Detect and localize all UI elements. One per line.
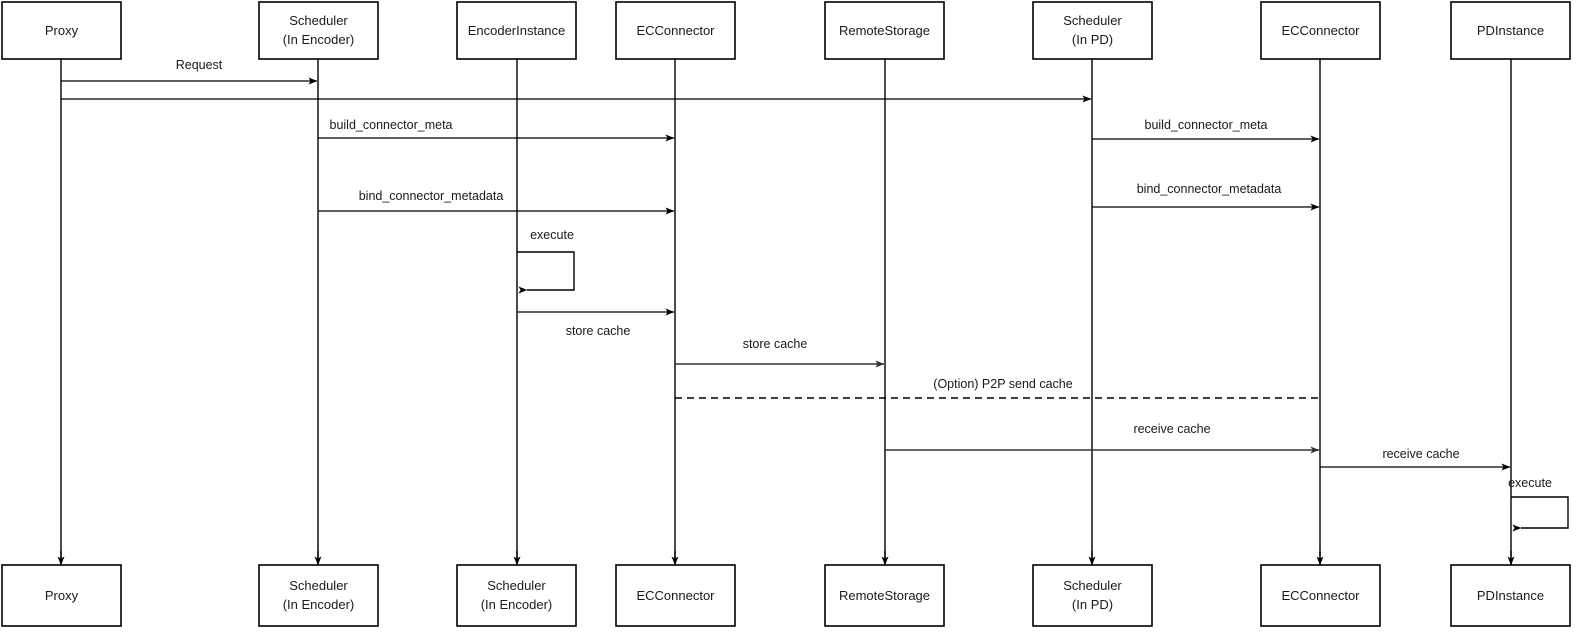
message-build-connector-meta-encoder[interactable]: build_connector_meta [318,118,675,142]
self-message-label: execute [530,228,574,242]
message-build-connector-meta-pd[interactable]: build_connector_meta [1092,118,1320,143]
message-label: Request [176,58,223,72]
participant-label-line1: RemoteStorage [839,23,930,38]
participant-bottom-remote-storage[interactable]: RemoteStorage [824,564,945,627]
participant-box-frame [258,1,379,60]
participant-box-frame [456,1,577,60]
self-message-execute-encoder[interactable]: execute [517,228,575,294]
participant-label-line1: ECConnector [1281,588,1360,603]
participant-bottom-ec-connector-pd[interactable]: ECConnector [1260,564,1381,627]
participant-box-frame [1032,1,1153,60]
participant-box-frame [456,564,577,627]
participant-label-line2: (In Encoder) [283,597,355,612]
participant-bottom-proxy[interactable]: Proxy [1,564,122,627]
self-message-execute-pd[interactable]: execute [1508,476,1569,532]
participant-label-line1: Scheduler [1063,578,1122,593]
message-label: receive cache [1382,447,1459,461]
participant-top-boxes: Proxy Scheduler (In Encoder) EncoderInstanc… [1,1,1571,60]
participant-top-scheduler-in-pd[interactable]: Scheduler (In PD) [1032,1,1153,60]
message-label: store cache [743,337,808,351]
participant-label-line1: Scheduler [487,578,546,593]
participant-bottom-boxes: Proxy Scheduler (In Encoder) Scheduler (In E… [1,564,1571,627]
participant-top-scheduler-in-encoder[interactable]: Scheduler (In Encoder) [258,1,379,60]
message-store-cache-encoder[interactable]: store cache [517,308,675,338]
messages-layer: Request build_connector_meta build_connect… [61,58,1511,471]
message-label: store cache [566,324,631,338]
participant-label-line1: Scheduler [289,13,348,28]
participant-label-line1: Scheduler [1063,13,1122,28]
message-receive-cache-ec-to-pd[interactable]: receive cache [1320,447,1511,471]
participant-bottom-ec-connector-encoder[interactable]: ECConnector [615,564,736,627]
participant-box-frame [1450,564,1571,627]
message-bind-connector-metadata-pd[interactable]: bind_connector_metadata [1092,182,1320,211]
participant-label-line2: (In PD) [1072,32,1113,47]
participant-label-line1: ECConnector [636,23,715,38]
message-store-cache-remote[interactable]: store cache [675,337,885,368]
participant-box-frame [1,1,122,60]
participant-label-line1: PDInstance [1477,23,1544,38]
participant-box-frame [615,1,736,60]
message-receive-cache-remote-to-ec[interactable]: receive cache [885,422,1320,454]
message-label: build_connector_meta [1145,118,1268,132]
participant-box-frame [615,564,736,627]
participant-label-line2: (In Encoder) [481,597,553,612]
participant-top-proxy[interactable]: Proxy [1,1,122,60]
participant-top-ec-connector-encoder[interactable]: ECConnector [615,1,736,60]
message-p2p-send-cache[interactable]: (Option) P2P send cache [675,377,1320,399]
self-messages-layer: execute execute [517,228,1569,532]
participant-label-line1: Proxy [45,588,79,603]
message-request[interactable]: Request [61,58,318,85]
message-bind-connector-metadata-encoder[interactable]: bind_connector_metadata [318,189,675,215]
participant-label-line1: ECConnector [636,588,715,603]
participant-label-line1: RemoteStorage [839,588,930,603]
participant-label-line2: (In Encoder) [283,32,355,47]
self-message-label: execute [1508,476,1552,490]
message-label: receive cache [1133,422,1210,436]
participant-bottom-scheduler-in-encoder[interactable]: Scheduler (In Encoder) [258,564,379,627]
participant-box-frame [824,564,945,627]
participant-box-frame [1450,1,1571,60]
participant-box-frame [1260,1,1381,60]
message-label: bind_connector_metadata [1137,182,1282,196]
participant-top-encoder-instance[interactable]: EncoderInstance [456,1,577,60]
self-message-path [517,251,575,294]
participant-label-line1: EncoderInstance [468,23,566,38]
message-label: build_connector_meta [330,118,453,132]
participant-box-frame [1260,564,1381,627]
lifelines-layer [57,59,1515,566]
participant-label-line1: ECConnector [1281,23,1360,38]
participant-box-frame [1032,564,1153,627]
participant-bottom-scheduler-in-pd[interactable]: Scheduler (In PD) [1032,564,1153,627]
participant-label-line1: Scheduler [289,578,348,593]
participant-top-remote-storage[interactable]: RemoteStorage [824,1,945,60]
participant-box-frame [1,564,122,627]
participant-bottom-pd-instance[interactable]: PDInstance [1450,564,1571,627]
message-label: bind_connector_metadata [359,189,504,203]
self-message-path [1511,496,1569,532]
message-label: (Option) P2P send cache [933,377,1072,391]
participant-label-line1: Proxy [45,23,79,38]
participant-box-frame [824,1,945,60]
participant-box-frame [258,564,379,627]
participant-top-ec-connector-pd[interactable]: ECConnector [1260,1,1381,60]
participant-label-line1: PDInstance [1477,588,1544,603]
participant-top-pd-instance[interactable]: PDInstance [1450,1,1571,60]
participant-label-line2: (In PD) [1072,597,1113,612]
participant-bottom-encoder-instance[interactable]: Scheduler (In Encoder) [456,564,577,627]
